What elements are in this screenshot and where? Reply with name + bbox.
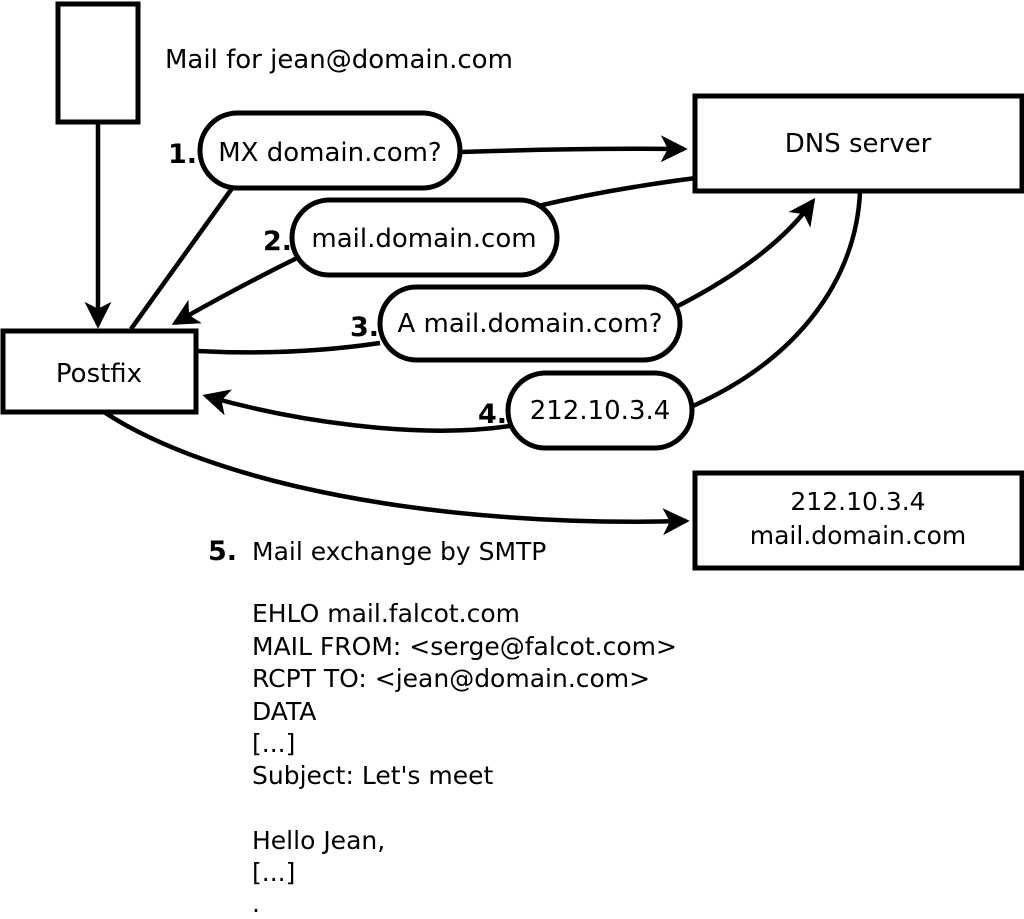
smtp-line-ellipsis-1: [...] (252, 729, 295, 758)
smtp-line-data: DATA (252, 697, 316, 726)
arrow-query-mx-to-dns (460, 135, 688, 163)
arrow-query-a-to-dns (674, 197, 816, 310)
step-1-number: 1. (168, 139, 197, 170)
pill-reply-mx-label: mail.domain.com (311, 224, 536, 254)
step-5-label: Mail exchange by SMTP (252, 537, 546, 566)
pill-query-a (377, 284, 683, 363)
smtp-line-subject: Subject: Let's meet (252, 761, 493, 790)
postfix-node-label: Postfix (56, 359, 142, 389)
mail-document-node (55, 1, 141, 125)
line-dns-to-reply-a (692, 191, 863, 409)
pill-query-mx-label: MX domain.com? (218, 138, 441, 168)
arrow-reply-a-to-postfix (202, 389, 511, 433)
smtp-line-rcpt-to: RCPT TO: <jean@domain.com> (252, 664, 650, 693)
mail-server-node (692, 470, 1024, 571)
dns-server-node (692, 93, 1024, 194)
arrow-reply-mx-to-postfix (171, 255, 298, 325)
smtp-line-hello: Hello Jean, (252, 826, 385, 855)
pill-query-mx (197, 110, 463, 191)
mail-server-ip-label: 212.10.3.4 (790, 487, 925, 516)
pill-reply-a-label: 212.10.3.4 (530, 396, 671, 426)
pill-reply-mx (289, 197, 560, 278)
smtp-line-ellipsis-2: [...] (252, 858, 295, 887)
smtp-line-end-dot: . (252, 889, 260, 918)
step-5-number: 5. (208, 536, 237, 567)
step-4-number: 4. (478, 399, 507, 430)
mail-server-host-label: mail.domain.com (750, 521, 966, 550)
line-dns-to-reply-mx (537, 175, 697, 209)
line-postfix-to-query-a (196, 340, 381, 355)
smtp-line-ehlo: EHLO mail.falcot.com (252, 599, 520, 628)
mail-for-label: Mail for jean@domain.com (165, 45, 513, 75)
postfix-node (0, 328, 199, 415)
arrow-smtp-to-mailserver (102, 410, 690, 536)
pill-query-a-label: A mail.domain.com? (398, 309, 663, 339)
pill-reply-a (505, 370, 695, 451)
step-3-number: 3. (350, 312, 379, 343)
dns-server-node-label: DNS server (785, 129, 932, 159)
step-2-number: 2. (263, 226, 292, 257)
smtp-line-mail-from: MAIL FROM: <serge@falcot.com> (252, 632, 677, 661)
line-postfix-to-query-mx (129, 185, 235, 331)
